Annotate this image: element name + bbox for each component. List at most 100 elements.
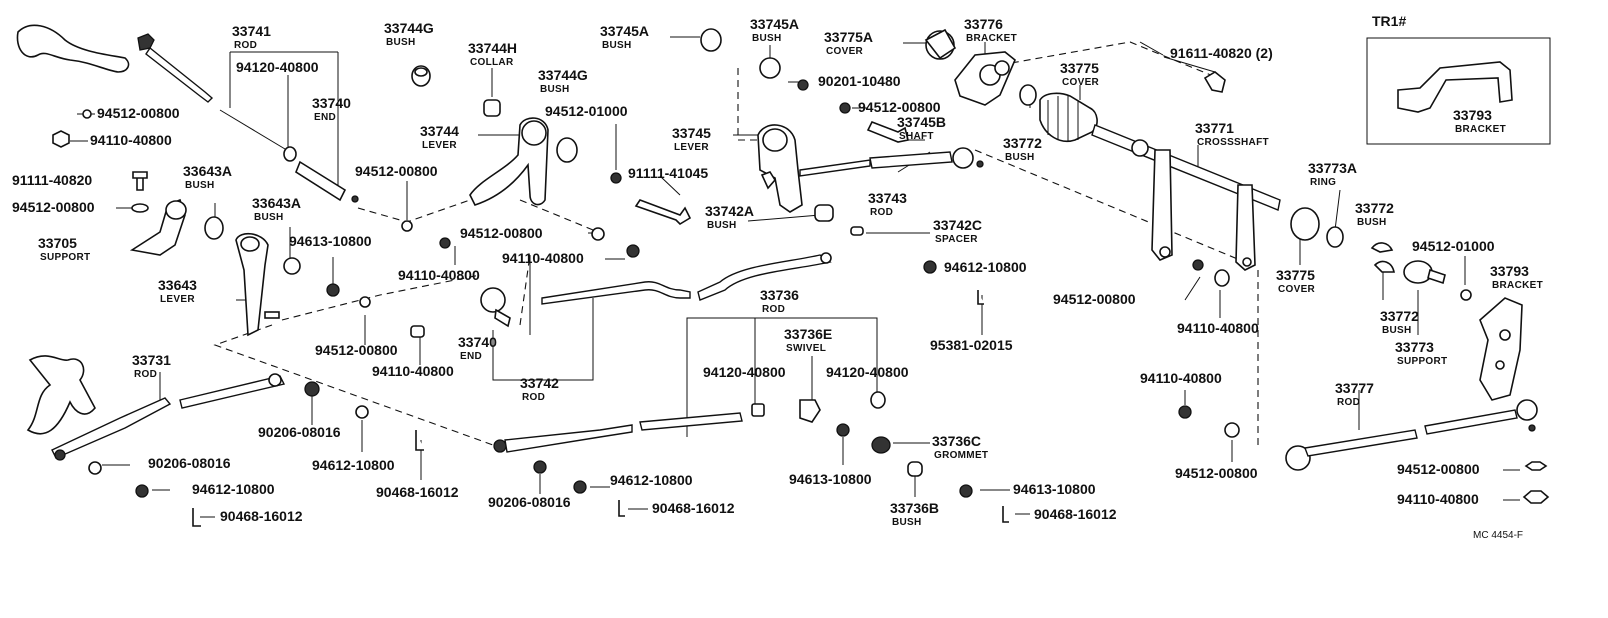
part-name: LEVER xyxy=(160,294,195,305)
part-number: 33740 xyxy=(312,95,351,111)
callout-94120-40800: 94120-40800 xyxy=(703,364,786,380)
callout-94110-40800: 94110-40800 xyxy=(1140,370,1222,386)
part-name: SPACER xyxy=(935,234,978,245)
part-number: 94612-10800 xyxy=(944,259,1027,275)
callout-91111-40820: 91111-40820 xyxy=(12,172,92,188)
part-number: 33736B xyxy=(890,500,939,516)
part-name: ROD xyxy=(522,392,545,403)
part-name: COVER xyxy=(1278,284,1316,295)
part-number: 33793 xyxy=(1453,107,1492,123)
part-number: 33776 xyxy=(964,16,1003,32)
callout-91111-41045: 91111-41045 xyxy=(628,165,708,181)
rod-33777-shape xyxy=(1304,429,1418,457)
part-number: 94613-10800 xyxy=(789,471,872,487)
part-number: 94512-00800 xyxy=(1175,465,1258,481)
leader-lines xyxy=(70,36,1520,518)
callout-94512-01000: 94512-01000 xyxy=(1412,238,1495,254)
callout-94110-40800: 94110-40800 xyxy=(372,363,454,379)
part-number: 94120-40800 xyxy=(703,364,786,380)
part-number: 90468-16012 xyxy=(220,508,303,524)
part-number: 94110-40800 xyxy=(90,132,172,148)
part-number: 94612-10800 xyxy=(192,481,275,497)
part-number: 33772 xyxy=(1355,200,1394,216)
part-name: LEVER xyxy=(422,140,457,151)
part-name: BUSH xyxy=(254,212,284,223)
callout-91611-40820-2-: 91611-40820 (2) xyxy=(1170,45,1273,61)
part-name: CROSSSHAFT xyxy=(1197,137,1269,148)
part-name: BUSH xyxy=(185,180,215,191)
part-name: SUPPORT xyxy=(40,252,90,263)
cover-boot-shape xyxy=(1039,92,1098,142)
callout-94110-40800: 94110-40800 xyxy=(1177,320,1259,336)
part-number: 33736 xyxy=(760,287,799,303)
part-number: 94110-40800 xyxy=(1397,491,1479,507)
part-number: 94110-40800 xyxy=(372,363,454,379)
part-name: ROD xyxy=(870,207,893,218)
callout-94613-10800: 94613-10800 xyxy=(1013,481,1096,497)
part-name: ROD xyxy=(234,40,257,51)
callout-94512-00800: 94512-00800 xyxy=(1175,465,1258,481)
part-number: 94512-00800 xyxy=(1053,291,1136,307)
part-number: 33772 xyxy=(1380,308,1419,324)
lever-33643-shape xyxy=(235,232,269,337)
part-name: BUSH xyxy=(602,40,632,51)
part-number: 94512-00800 xyxy=(460,225,543,241)
callout-94613-10800: 94613-10800 xyxy=(789,471,872,487)
part-number: 33775 xyxy=(1060,60,1099,76)
part-name: ROD xyxy=(762,304,785,315)
callout-94512-00800: 94512-00800 xyxy=(97,105,180,121)
part-name: BUSH xyxy=(540,84,570,95)
part-name: BUSH xyxy=(707,220,737,231)
part-number: 33742 xyxy=(520,375,559,391)
part-number: 33705 xyxy=(38,235,77,251)
part-number: 33731 xyxy=(132,352,171,368)
part-number: 33643A xyxy=(183,163,232,179)
part-labels: 33741ROD94120-4080033740END94512-0080094… xyxy=(12,16,1543,528)
part-number: 33741 xyxy=(232,23,271,39)
part-number: 33772 xyxy=(1003,135,1042,151)
figure-code: MC 4454-F xyxy=(1473,530,1523,541)
rod-33731-shape xyxy=(26,355,96,435)
part-number: 91111-41045 xyxy=(628,165,708,181)
part-number: 94512-00800 xyxy=(12,199,95,215)
part-number: 90206-08016 xyxy=(258,424,341,440)
rod-end-ball xyxy=(137,33,155,51)
part-number: 33744G xyxy=(538,67,588,83)
part-name: BUSH xyxy=(1005,152,1035,163)
rod-33736-shape xyxy=(504,424,633,453)
part-number: 33793 xyxy=(1490,263,1529,279)
callout-94512-00800: 94512-00800 xyxy=(858,99,941,115)
part-number: 94613-10800 xyxy=(289,233,372,249)
part-number: 33777 xyxy=(1335,380,1374,396)
part-number: 33643 xyxy=(158,277,197,293)
part-number: 90206-08016 xyxy=(148,455,231,471)
part-name: ROD xyxy=(1337,397,1360,408)
part-name: COVER xyxy=(826,46,864,57)
part-number: 91611-40820 (2) xyxy=(1170,45,1273,61)
callout-90468-16012: 90468-16012 xyxy=(1034,506,1117,522)
part-number: 94512-01000 xyxy=(1412,238,1495,254)
part-name: SUPPORT xyxy=(1397,356,1447,367)
part-name: COLLAR xyxy=(470,57,514,68)
part-name: BUSH xyxy=(386,37,416,48)
part-shapes xyxy=(16,24,1550,527)
